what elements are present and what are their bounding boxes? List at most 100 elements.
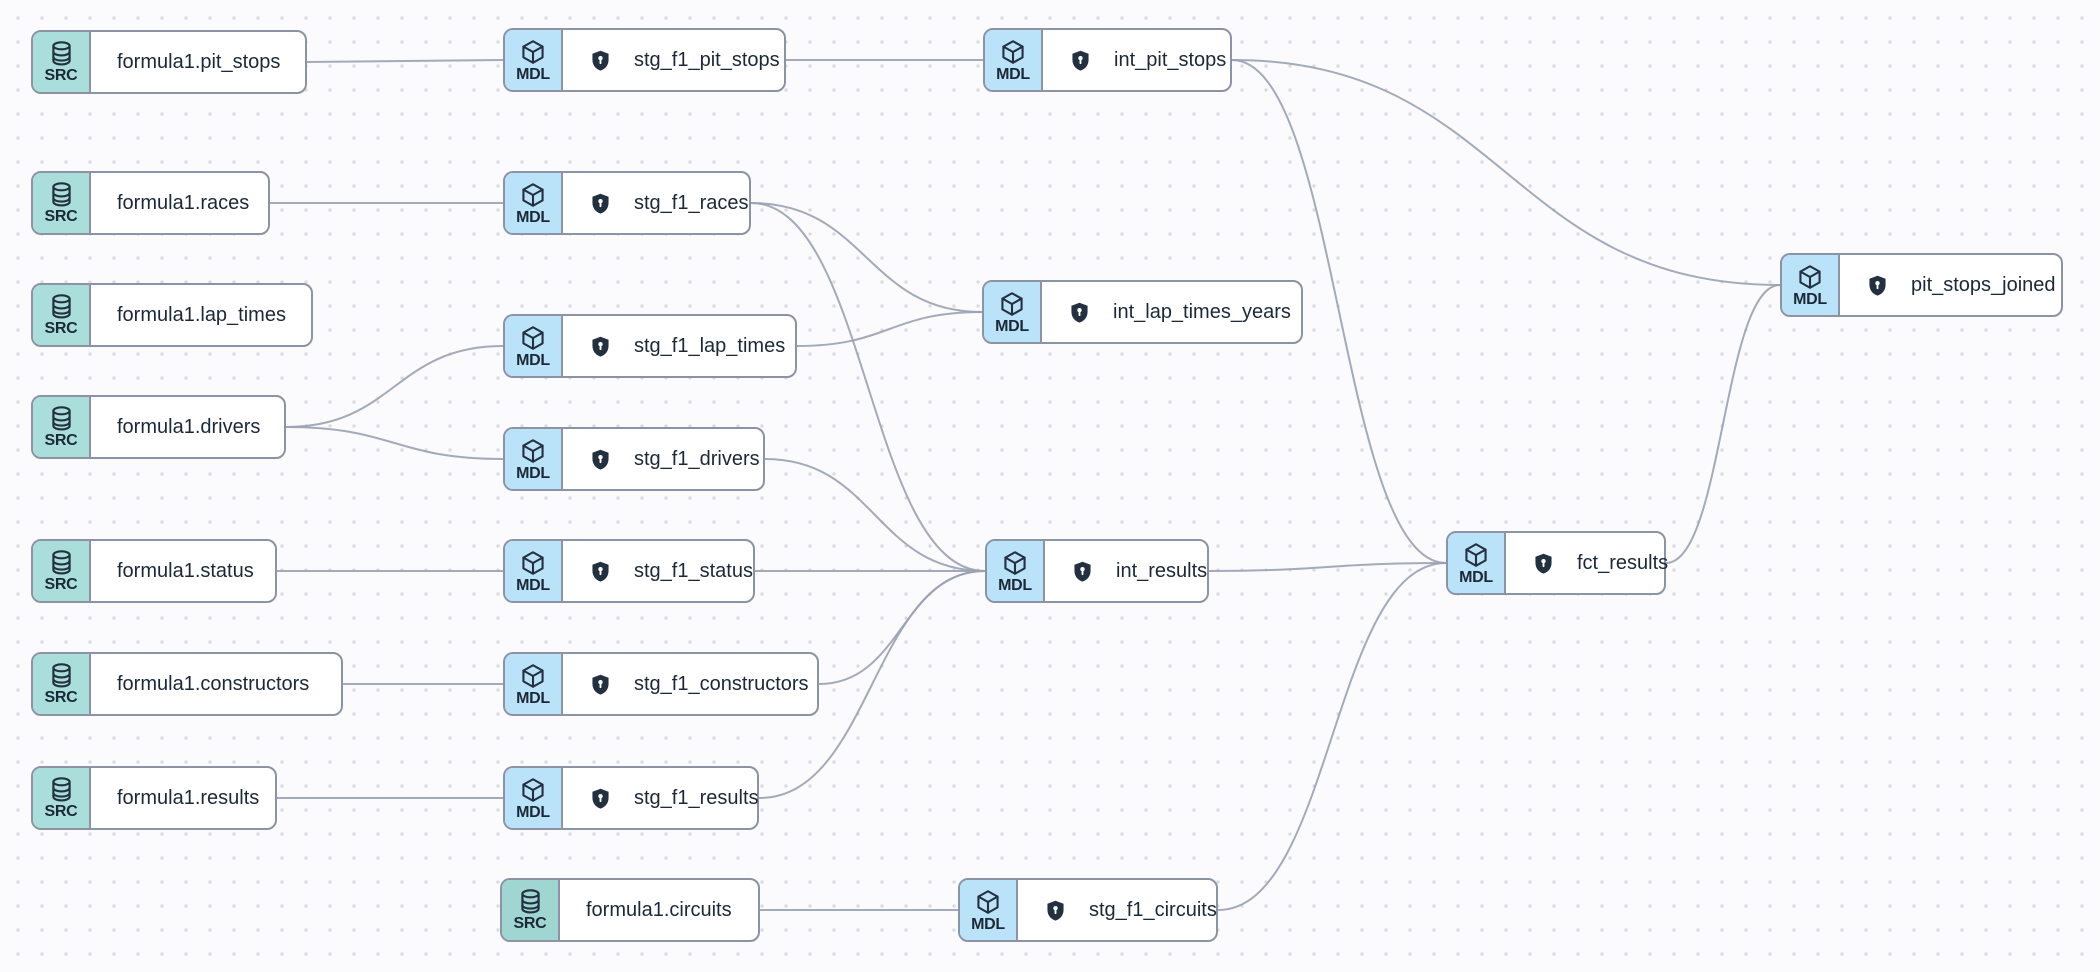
node-type-badge: SRC xyxy=(33,654,91,714)
node-src_circuits[interactable]: SRC formula1.circuits xyxy=(500,878,760,942)
cube-icon xyxy=(1796,263,1824,291)
shield-icon xyxy=(1071,560,1105,583)
node-src_drivers[interactable]: SRC formula1.drivers xyxy=(31,395,286,459)
edge-stg_f1_races-to-int_results xyxy=(750,202,986,572)
node-type-label: SRC xyxy=(44,432,78,449)
shield-icon xyxy=(1532,552,1566,575)
node-label: int_pit_stops xyxy=(1114,48,1227,71)
node-label: formula1.drivers xyxy=(117,415,261,438)
node-type-label: SRC xyxy=(44,803,78,820)
node-type-badge: MDL xyxy=(960,880,1018,940)
shield-icon xyxy=(589,673,623,696)
edge-stg_f1_lap_times-to-int_lap_times_years xyxy=(796,311,983,347)
cube-icon xyxy=(519,38,547,66)
node-body: stg_f1_drivers xyxy=(563,429,782,489)
node-type-label: MDL xyxy=(516,464,550,482)
database-icon xyxy=(48,405,75,432)
node-type-badge: MDL xyxy=(505,654,563,714)
shield-icon xyxy=(589,448,623,471)
node-type-label: SRC xyxy=(44,689,78,706)
node-body: formula1.results xyxy=(91,768,281,828)
edge-stg_f1_drivers-to-int_results xyxy=(764,458,986,572)
cube-icon xyxy=(998,290,1026,318)
node-stg_f1_constructors[interactable]: MDL stg_f1_constructors xyxy=(503,652,819,716)
edge-int_pit_stops-to-pit_stops_joined xyxy=(1231,59,1781,286)
edge-src_pit_stops-to-stg_f1_pit_stops xyxy=(306,59,504,63)
node-body: formula1.races xyxy=(91,173,271,233)
node-type-label: MDL xyxy=(1793,290,1827,308)
node-pit_stops_joined[interactable]: MDL pit_stops_joined xyxy=(1780,253,2063,317)
node-type-badge: SRC xyxy=(33,397,91,457)
cube-icon xyxy=(1001,549,1029,577)
node-stg_f1_results[interactable]: MDL stg_f1_results xyxy=(503,766,759,830)
node-type-badge: MDL xyxy=(505,768,563,828)
node-body: stg_f1_races xyxy=(563,173,771,233)
node-type-badge: MDL xyxy=(984,282,1042,342)
edge-fct_results-to-pit_stops_joined xyxy=(1665,284,1781,564)
edge-int_results-to-fct_results xyxy=(1208,562,1447,572)
node-type-label: MDL xyxy=(516,689,550,707)
node-label: stg_f1_constructors xyxy=(634,672,809,695)
node-type-label: SRC xyxy=(44,576,78,593)
node-type-label: MDL xyxy=(998,576,1032,594)
node-src_constructors[interactable]: SRC formula1.constructors xyxy=(31,652,343,716)
shield-icon xyxy=(1044,899,1078,922)
node-body: stg_f1_results xyxy=(563,768,781,828)
node-body: stg_f1_status xyxy=(563,541,775,601)
node-body: formula1.constructors xyxy=(91,654,341,714)
shield-icon xyxy=(589,787,623,810)
node-type-label: MDL xyxy=(971,915,1005,933)
node-type-label: MDL xyxy=(516,208,550,226)
node-type-label: MDL xyxy=(516,65,550,83)
node-type-badge: MDL xyxy=(505,316,563,376)
node-type-label: SRC xyxy=(44,67,78,84)
node-label: stg_f1_results xyxy=(634,786,759,809)
edge-src_drivers-to-stg_f1_lap_times xyxy=(285,345,504,428)
node-type-badge: SRC xyxy=(33,768,91,828)
node-body: stg_f1_circuits xyxy=(1018,880,1239,940)
node-type-badge: SRC xyxy=(33,173,91,233)
database-icon xyxy=(48,181,75,208)
node-type-badge: MDL xyxy=(505,429,563,489)
cube-icon xyxy=(974,888,1002,916)
node-label: pit_stops_joined xyxy=(1911,273,2056,296)
node-label: stg_f1_lap_times xyxy=(634,334,786,357)
node-body: fct_results xyxy=(1506,533,1690,593)
cube-icon xyxy=(519,776,547,804)
shield-icon xyxy=(589,49,623,72)
node-type-badge: MDL xyxy=(985,30,1043,90)
cube-icon xyxy=(519,437,547,465)
node-label: formula1.races xyxy=(117,191,250,214)
node-body: stg_f1_lap_times xyxy=(563,316,807,376)
node-int_pit_stops[interactable]: MDL int_pit_stops xyxy=(983,28,1232,92)
edge-src_drivers-to-stg_f1_drivers xyxy=(285,426,504,460)
node-body: stg_f1_constructors xyxy=(563,654,831,714)
node-label: formula1.constructors xyxy=(117,672,310,695)
node-src_status[interactable]: SRC formula1.status xyxy=(31,539,277,603)
cube-icon xyxy=(999,38,1027,66)
node-body: formula1.status xyxy=(91,541,276,601)
node-type-badge: MDL xyxy=(505,30,563,90)
node-label: formula1.circuits xyxy=(586,898,732,921)
edge-stg_f1_results-to-int_results xyxy=(758,570,986,799)
node-type-badge: SRC xyxy=(502,880,560,940)
node-stg_f1_lap_times[interactable]: MDL stg_f1_lap_times xyxy=(503,314,797,378)
edge-stg_f1_races-to-int_lap_times_years xyxy=(750,202,983,313)
node-src_races[interactable]: SRC formula1.races xyxy=(31,171,270,235)
cube-icon xyxy=(519,662,547,690)
node-label: stg_f1_status xyxy=(634,559,753,582)
